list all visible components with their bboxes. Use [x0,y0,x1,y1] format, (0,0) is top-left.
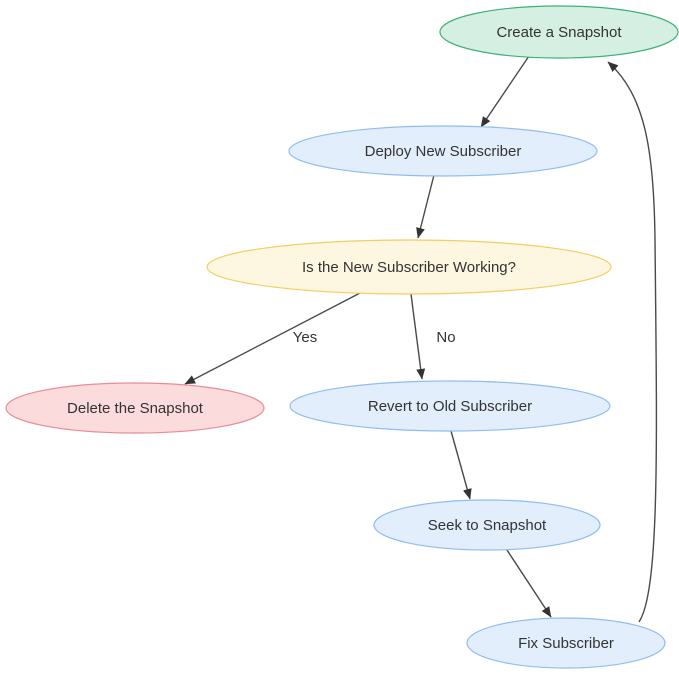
node-delete-the-snapshot-label: Delete the Snapshot [67,400,204,417]
node-revert-to-old-subscriber-shape[interactable] [289,380,611,432]
edge-label-yes: Yes [293,329,317,346]
edge-decision-no-to-revert [410,293,426,380]
node-fix-subscriber-label: Fix Subscriber [518,635,614,652]
node-is-new-subscriber-working-shape[interactable] [206,239,612,295]
edge-decision-yes-to-delete [184,291,363,385]
edge-create-to-deploy [480,55,530,128]
edge-fix-to-create [607,61,658,623]
node-seek-to-snapshot-label: Seek to Snapshot [428,517,547,534]
node-deploy-new-subscriber[interactable]: Deploy New Subscriber [288,125,598,177]
node-is-new-subscriber-working[interactable]: Is the New Subscriber Working? [206,239,612,295]
edge-label-no: No [436,329,455,346]
node-create-snapshot-label: Create a Snapshot [496,24,622,41]
node-seek-to-snapshot[interactable]: Seek to Snapshot [373,499,601,551]
edge-revert-to-seek [450,430,472,500]
nodes-layer: Create a Snapshot Deploy New Subscriber … [5,5,679,669]
edges-layer [184,55,658,623]
node-fix-subscriber-shape[interactable] [466,617,666,669]
node-revert-to-old-subscriber-label: Revert to Old Subscriber [368,398,532,415]
node-delete-the-snapshot-shape[interactable] [5,382,265,434]
node-deploy-new-subscriber-shape[interactable] [288,125,598,177]
edge-seek-to-fix [504,546,552,618]
node-revert-to-old-subscriber[interactable]: Revert to Old Subscriber [289,380,611,432]
node-is-new-subscriber-working-label: Is the New Subscriber Working? [302,259,516,276]
edge-deploy-to-decision [416,174,435,239]
node-create-snapshot[interactable]: Create a Snapshot [439,5,679,59]
node-seek-to-snapshot-shape[interactable] [373,499,601,551]
edge-labels-layer: Yes No [293,329,456,346]
node-fix-subscriber[interactable]: Fix Subscriber [466,617,666,669]
node-delete-the-snapshot[interactable]: Delete the Snapshot [5,382,265,434]
node-create-snapshot-shape[interactable] [439,5,679,59]
node-deploy-new-subscriber-label: Deploy New Subscriber [365,143,522,160]
